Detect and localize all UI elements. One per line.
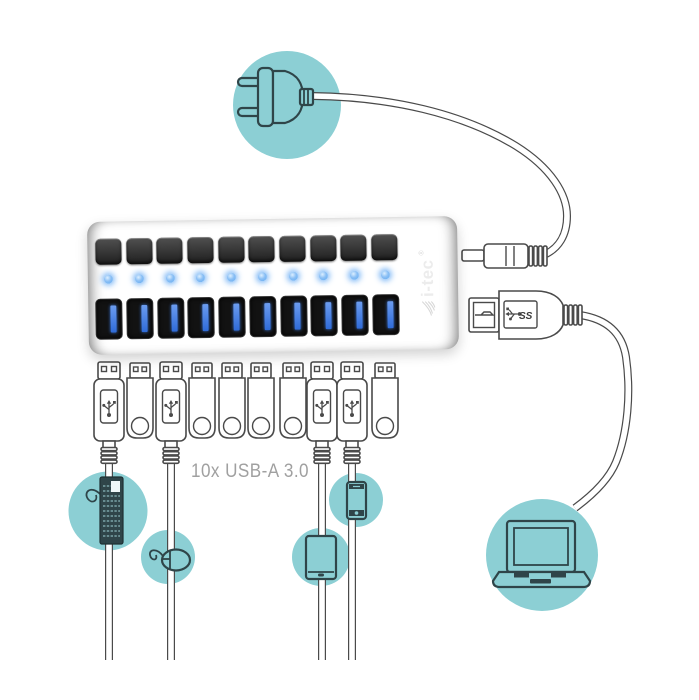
usb-port-tongue [202,304,209,332]
usb-port-tongue [294,302,302,330]
tablet-icon [304,534,338,581]
usb-cable-connector [155,361,187,465]
hub-led [196,273,206,283]
hub-led [380,270,390,280]
usb-ss-label: SS [519,311,533,322]
usb-port [280,296,307,336]
ports-caption-label: 10x USB-A 3.0 [191,461,310,482]
usb-port [250,296,276,337]
smartphone-icon [345,480,368,521]
hub-power-button [248,235,275,263]
hub-power-button [187,236,214,264]
keyboard-icon [85,476,124,545]
hub-led-row [88,269,458,284]
hub-power-button [217,236,245,263]
usb-cable-connector [336,361,368,465]
hub-power-button [156,237,183,264]
hub-port-row [88,294,459,339]
hub-button-row [87,233,457,265]
usb-b-cable [572,311,633,512]
hub-power-button [371,234,398,261]
hub-led [349,270,360,280]
usb-port [342,295,368,335]
power-cable [312,92,572,258]
usb-port [157,298,184,338]
hub-led [257,272,267,282]
usb-connector-row [93,361,399,465]
usb-flash-drive [279,362,307,439]
usb-cable-connector [93,361,125,465]
usb-port-tongue [325,302,332,330]
hub-power-button [340,234,367,261]
usb-port [126,298,153,339]
usb-hub-device: i-tec ® [87,216,459,355]
hub-led [288,271,298,281]
usb-cable-connector [306,361,338,465]
hub-power-button [125,237,153,265]
hub-power-button [279,235,306,262]
usb-port [373,295,399,335]
brand-wing-icon [421,300,436,316]
hub-power-button [95,238,122,265]
usb-flash-drive [126,362,154,439]
power-plug-icon [236,66,315,128]
usb-port-tongue [386,301,394,329]
registered-mark: ® [418,249,426,256]
usb-flash-drive [188,362,216,439]
hub-led [103,274,113,284]
brand-text: i-tec [417,258,438,297]
hub-led [226,272,236,282]
usb-port-tongue [263,303,271,331]
usb-port-tongue [171,304,178,332]
hub-power-button [309,235,337,262]
mouse-icon [149,548,192,572]
usb-port-tongue [233,303,240,331]
usb-port [96,299,122,339]
usb-port-tongue [356,301,363,329]
usb-port-tongue [110,305,117,333]
hub-led [134,274,144,284]
usb-port [188,297,215,338]
hub-led [165,273,175,283]
usb-flash-drive [218,362,246,439]
laptop-icon [491,519,592,589]
dc-power-connector [461,243,548,269]
usb-b-connector: SS [468,290,583,340]
hub-led [319,271,329,281]
usb-port [311,296,338,336]
usb-flash-drive [247,362,275,439]
usb-port [219,297,245,337]
usb-flash-drive [371,362,399,439]
usb-port-tongue [140,304,148,333]
hub-brand-logo: i-tec ® [417,246,438,320]
